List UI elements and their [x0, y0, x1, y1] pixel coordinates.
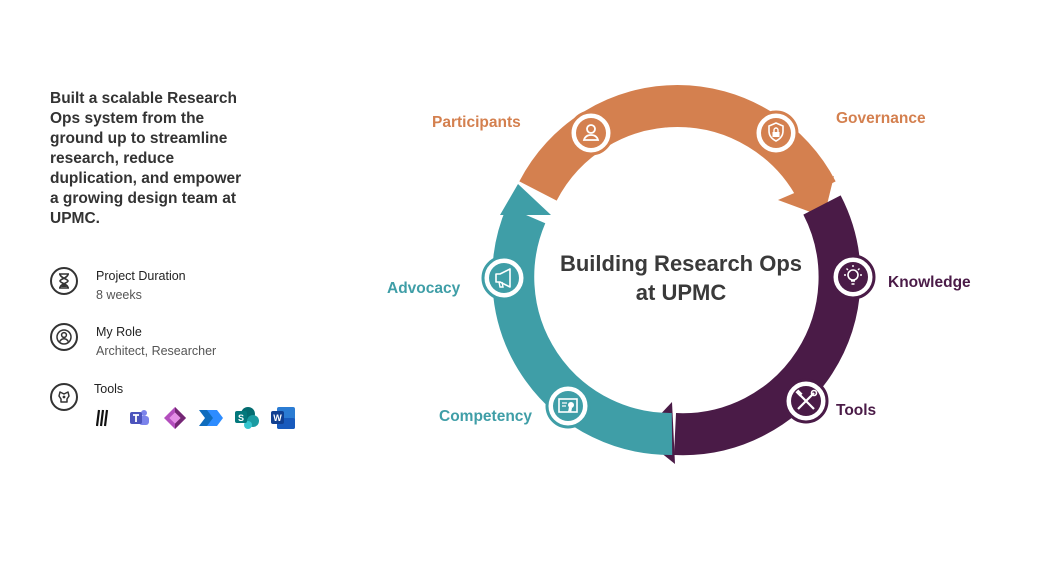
- certificate-icon: [558, 398, 578, 413]
- tools-label: Tools: [94, 382, 124, 396]
- label-governance: Governance: [836, 110, 926, 127]
- tools-node: [783, 378, 829, 424]
- advocacy-node: [481, 255, 527, 301]
- dovetail-icon: [90, 405, 116, 431]
- user-circle-icon: [50, 323, 78, 351]
- duration-row: Project Duration 8 weeks: [50, 267, 186, 305]
- label-competency: Competency: [439, 408, 533, 425]
- label-tools: Tools: [836, 402, 877, 419]
- hourglass-icon: [50, 267, 78, 295]
- label-participants: Participants: [432, 114, 521, 131]
- role-row: My Role Architect, Researcher: [50, 323, 216, 361]
- sharepoint-icon: S: [234, 405, 260, 431]
- svg-text:S: S: [238, 413, 244, 423]
- duration-value: 8 weeks: [96, 288, 142, 302]
- label-advocacy: Advocacy: [387, 280, 461, 297]
- hammer-wrench-icon: [795, 389, 818, 410]
- svg-text:W: W: [273, 413, 282, 423]
- participants-node: [568, 110, 614, 156]
- teams-icon: [126, 405, 152, 431]
- teal-arrowhead: [500, 184, 551, 215]
- megaphone-icon: [495, 268, 511, 288]
- role-label: My Role: [96, 325, 142, 339]
- role-value: Architect, Researcher: [96, 344, 217, 358]
- knowledge-node: [830, 254, 876, 300]
- governance-node: [753, 110, 799, 156]
- purple-arc: [674, 195, 861, 456]
- label-knowledge: Knowledge: [888, 274, 971, 291]
- intro-text: Built a scalable Research Ops system fro…: [50, 90, 242, 227]
- tools-gear-icon: [50, 383, 78, 411]
- tools-row: Tools S W: [50, 380, 296, 431]
- center-title-line2: at UPMC: [635, 280, 727, 305]
- lightbulb-icon: [844, 265, 862, 285]
- shield-lock-icon: [768, 122, 784, 142]
- person-icon: [582, 124, 600, 141]
- center-title-line1: Building Research Ops: [559, 251, 803, 276]
- word-icon: W: [270, 405, 296, 431]
- duration-label: Project Duration: [96, 269, 186, 283]
- diagram-center-title: Building Research Ops at UPMC: [540, 249, 822, 307]
- power-apps-icon: [162, 405, 188, 431]
- power-automate-icon: [198, 405, 224, 431]
- teal-arc: [492, 206, 673, 456]
- competency-node: [545, 383, 591, 429]
